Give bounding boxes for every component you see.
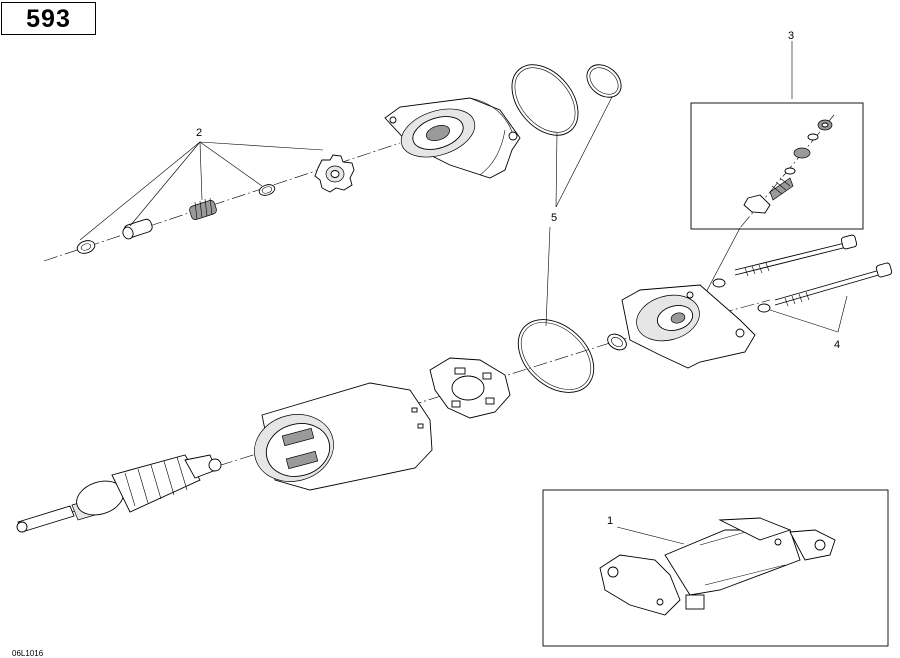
callout-2-leaders (79, 141, 324, 241)
through-bolt-lower (757, 262, 893, 313)
callout-5: 5 (551, 212, 557, 224)
retaining-ring (258, 184, 276, 196)
drive-housing: 2 5 3 (12, 30, 893, 658)
callout-1: 1 (607, 515, 613, 527)
end-housing-washer (607, 333, 627, 351)
brush-holder-plate (429, 357, 511, 419)
o-ring-large-lower (517, 319, 595, 393)
reference-code: 06L1016 (12, 649, 44, 658)
upper-center-axis (43, 142, 401, 262)
callout-2: 2 (196, 127, 202, 139)
inset-link-line (702, 227, 741, 299)
yoke-housing (254, 382, 433, 491)
bushing (122, 218, 153, 240)
pinion-spring (189, 197, 217, 220)
o-ring-large-upper (511, 64, 579, 136)
callout-5-leaders (545, 96, 613, 327)
o-ring-small-upper (586, 64, 622, 98)
thrust-washer (76, 240, 96, 254)
page-number-box: 593 (1, 2, 96, 35)
callout-3: 3 (788, 30, 794, 42)
callout-4-leaders (769, 295, 848, 333)
terminal-hardware-inset (690, 41, 864, 230)
end-housing (621, 284, 756, 369)
armature (16, 454, 222, 533)
assembled-starter-inset (542, 489, 889, 647)
page-number: 593 (26, 5, 71, 33)
pinion-gear (314, 154, 355, 193)
callout-4: 4 (834, 339, 840, 351)
through-bolt-upper (712, 234, 858, 288)
